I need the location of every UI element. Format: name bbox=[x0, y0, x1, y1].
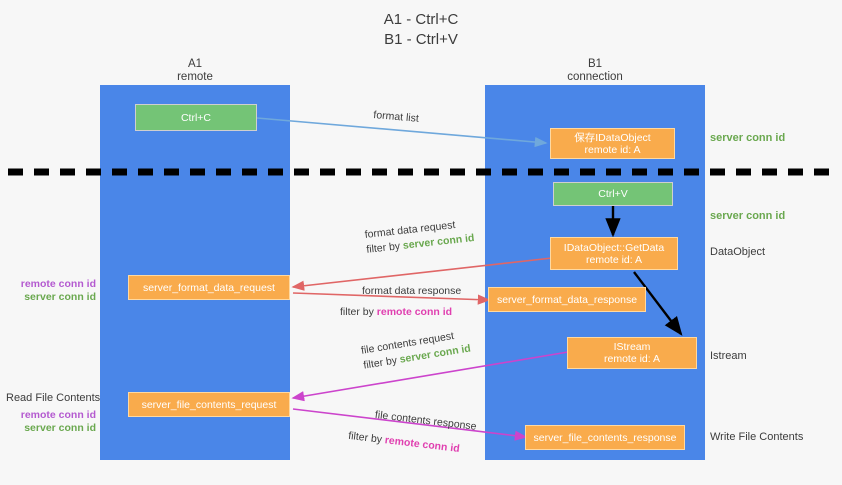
left-conn-id-stack-upper: remote conn id server conn id bbox=[0, 278, 96, 304]
box-save-idataobject-line2: remote id: A bbox=[584, 143, 641, 156]
box-istream-line1: IStream bbox=[613, 341, 651, 353]
box-save-idataobject[interactable]: 保存IDataObject remote id: A bbox=[550, 128, 675, 159]
box-server-format-data-request-label: server_format_data_request bbox=[143, 281, 275, 294]
annotation-format-data-request-filter-prefix: filter by bbox=[365, 239, 404, 256]
annotation-file-contents-response: file contents response filter by remote … bbox=[347, 405, 478, 459]
box-getdata-line1: IDataObject::GetData bbox=[563, 241, 665, 254]
annotation-file-contents-response-filter-value: remote conn id bbox=[384, 434, 461, 456]
box-server-file-contents-response[interactable]: server_file_contents_response bbox=[525, 425, 685, 450]
annotation-file-contents-response-line2: filter by remote conn id bbox=[347, 429, 474, 459]
label-write-file-contents: Write File Contents bbox=[710, 431, 804, 443]
box-idataobject-getdata[interactable]: IDataObject::GetData remote id: A bbox=[550, 237, 678, 270]
annotation-format-data-response-filter-prefix: filter by bbox=[340, 306, 377, 318]
annotation-format-data-response-line1: format data response bbox=[362, 285, 462, 297]
box-server-file-contents-response-label: server_file_contents_response bbox=[533, 431, 677, 444]
title-line-1: A1 - Ctrl+C bbox=[383, 11, 459, 28]
column-b1-name: B1 bbox=[587, 58, 603, 70]
annotation-format-data-response: format data response filter by remote co… bbox=[340, 285, 462, 318]
label-istream: Istream bbox=[710, 350, 747, 362]
annotation-file-contents-response-line1: file contents response bbox=[374, 408, 478, 433]
left-remote-conn-id-lower: remote conn id bbox=[20, 409, 96, 421]
label-dataobject: DataObject bbox=[710, 246, 766, 258]
column-header-a1: A1 remote bbox=[125, 58, 265, 84]
box-save-idataobject-line1: 保存IDataObject bbox=[574, 131, 651, 144]
box-server-file-contents-request[interactable]: server_file_contents_request bbox=[128, 392, 290, 417]
title-line-2: B1 - Ctrl+V bbox=[384, 31, 458, 48]
annotation-format-data-request: format data request filter by server con… bbox=[364, 216, 475, 258]
annotation-format-list: format list bbox=[372, 108, 420, 125]
column-b1-sub: connection bbox=[567, 71, 623, 83]
box-server-file-contents-request-label: server_file_contents_request bbox=[141, 398, 277, 411]
box-ctrl-v[interactable]: Ctrl+V bbox=[553, 182, 673, 206]
column-a1-name: A1 bbox=[187, 58, 203, 70]
box-server-format-data-response[interactable]: server_format_data_response bbox=[488, 287, 646, 312]
box-ctrl-v-label: Ctrl+V bbox=[598, 188, 628, 200]
box-ctrl-c-label: Ctrl+C bbox=[180, 111, 212, 124]
left-remote-conn-id-upper: remote conn id bbox=[20, 278, 96, 290]
column-a1-sub: remote bbox=[177, 71, 213, 83]
box-server-format-data-response-label: server_format_data_response bbox=[496, 293, 638, 306]
box-istream-line2: remote id: A bbox=[603, 353, 661, 365]
label-server-conn-id-top: server conn id bbox=[710, 132, 786, 144]
column-header-b1: B1 connection bbox=[525, 58, 665, 84]
left-server-conn-id-upper: server conn id bbox=[24, 291, 96, 303]
left-conn-id-stack-lower: remote conn id server conn id bbox=[0, 409, 96, 435]
annotation-format-data-response-filter-value: remote conn id bbox=[376, 306, 453, 318]
label-server-conn-id-second: server conn id bbox=[710, 210, 786, 222]
left-server-conn-id-lower: server conn id bbox=[24, 422, 96, 434]
box-server-format-data-request[interactable]: server_format_data_request bbox=[128, 275, 290, 300]
label-read-file-contents: Read File Contents bbox=[6, 392, 101, 404]
annotation-file-contents-request: file contents request filter by server c… bbox=[360, 327, 472, 374]
box-istream[interactable]: IStream remote id: A bbox=[567, 337, 697, 369]
annotation-file-contents-response-filter-prefix: filter by bbox=[347, 429, 386, 447]
annotation-format-data-response-line2: filter by remote conn id bbox=[340, 306, 461, 318]
page-title: A1 - Ctrl+C B1 - Ctrl+V bbox=[0, 10, 842, 50]
box-getdata-line2: remote id: A bbox=[585, 253, 643, 266]
box-ctrl-c[interactable]: Ctrl+C bbox=[135, 104, 257, 131]
